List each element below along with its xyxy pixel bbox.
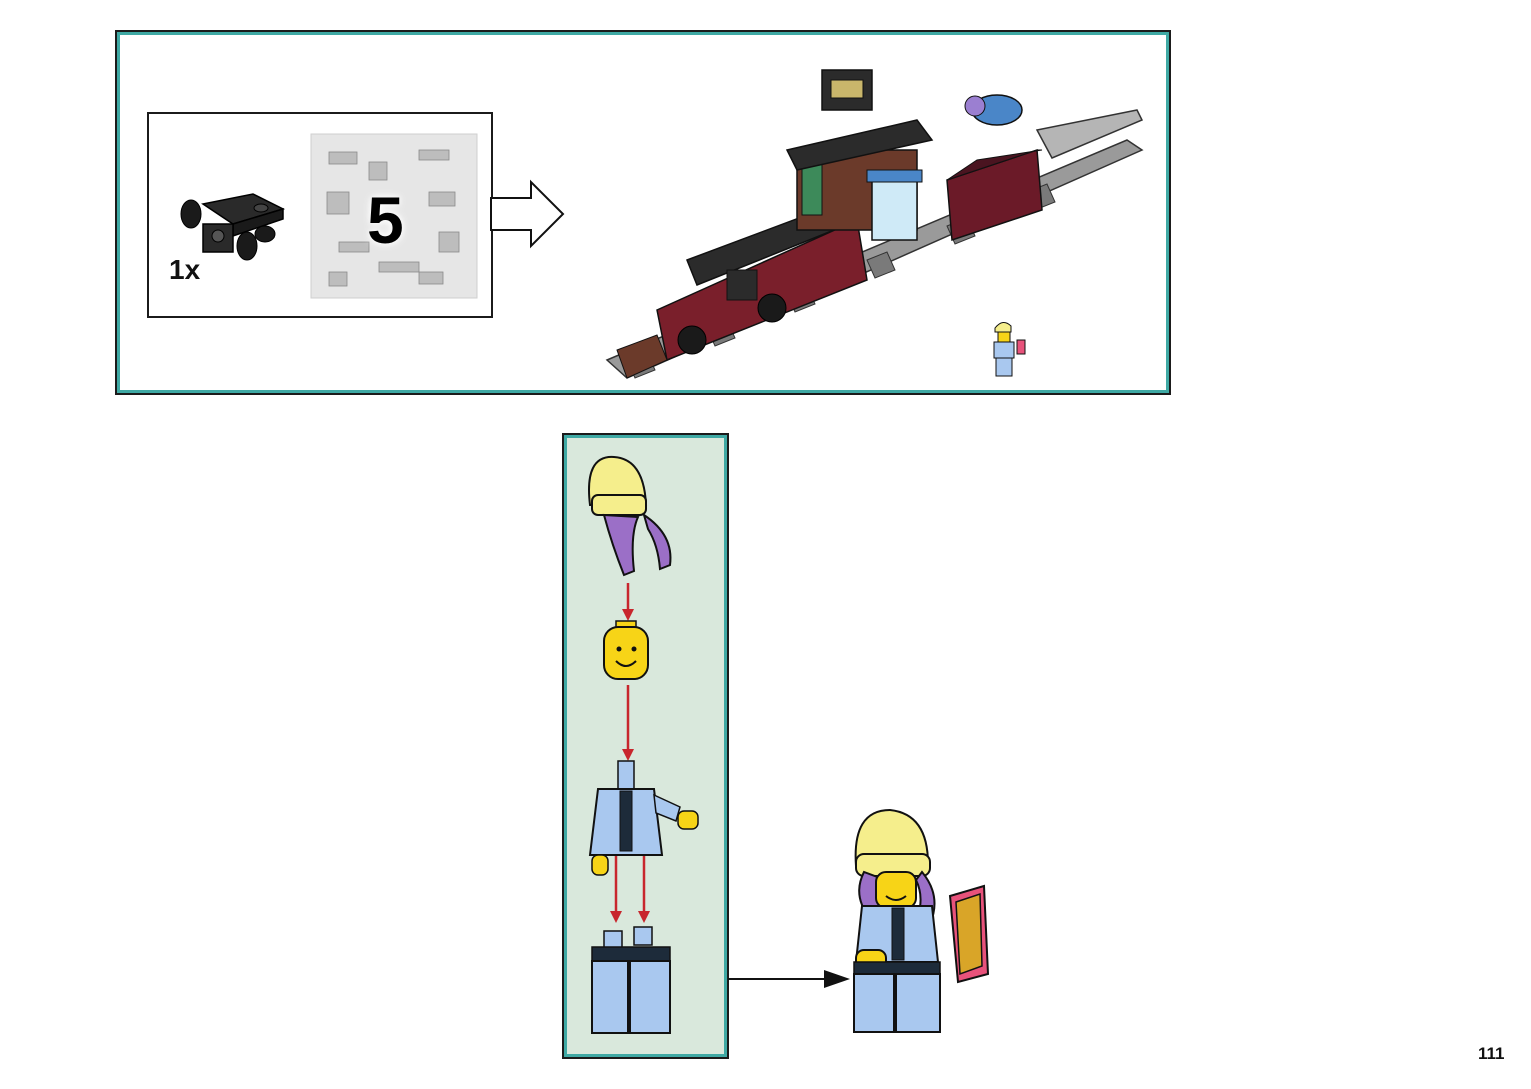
parts-bag-icon bbox=[310, 133, 478, 299]
torso-icon bbox=[588, 760, 699, 876]
result-arrow-icon bbox=[728, 970, 850, 988]
train-model-icon bbox=[605, 69, 1144, 379]
parts-callout: 1x 5 bbox=[147, 112, 493, 318]
phone-icon bbox=[948, 884, 990, 984]
page-number: 111 bbox=[1478, 1044, 1505, 1063]
legs-icon bbox=[591, 926, 671, 1034]
overview-panel: 1x 5 bbox=[115, 30, 1171, 395]
minifig-assembly-panel bbox=[562, 433, 729, 1059]
outline-arrow-icon bbox=[490, 179, 565, 249]
bag-number: 5 bbox=[367, 183, 404, 257]
head-icon bbox=[603, 620, 649, 680]
train-element-icon bbox=[180, 193, 286, 261]
part-quantity: 1x bbox=[169, 254, 201, 285]
beanie-icon bbox=[588, 455, 672, 577]
minifig-icon bbox=[853, 808, 990, 1033]
minifig-icon bbox=[993, 322, 1026, 377]
